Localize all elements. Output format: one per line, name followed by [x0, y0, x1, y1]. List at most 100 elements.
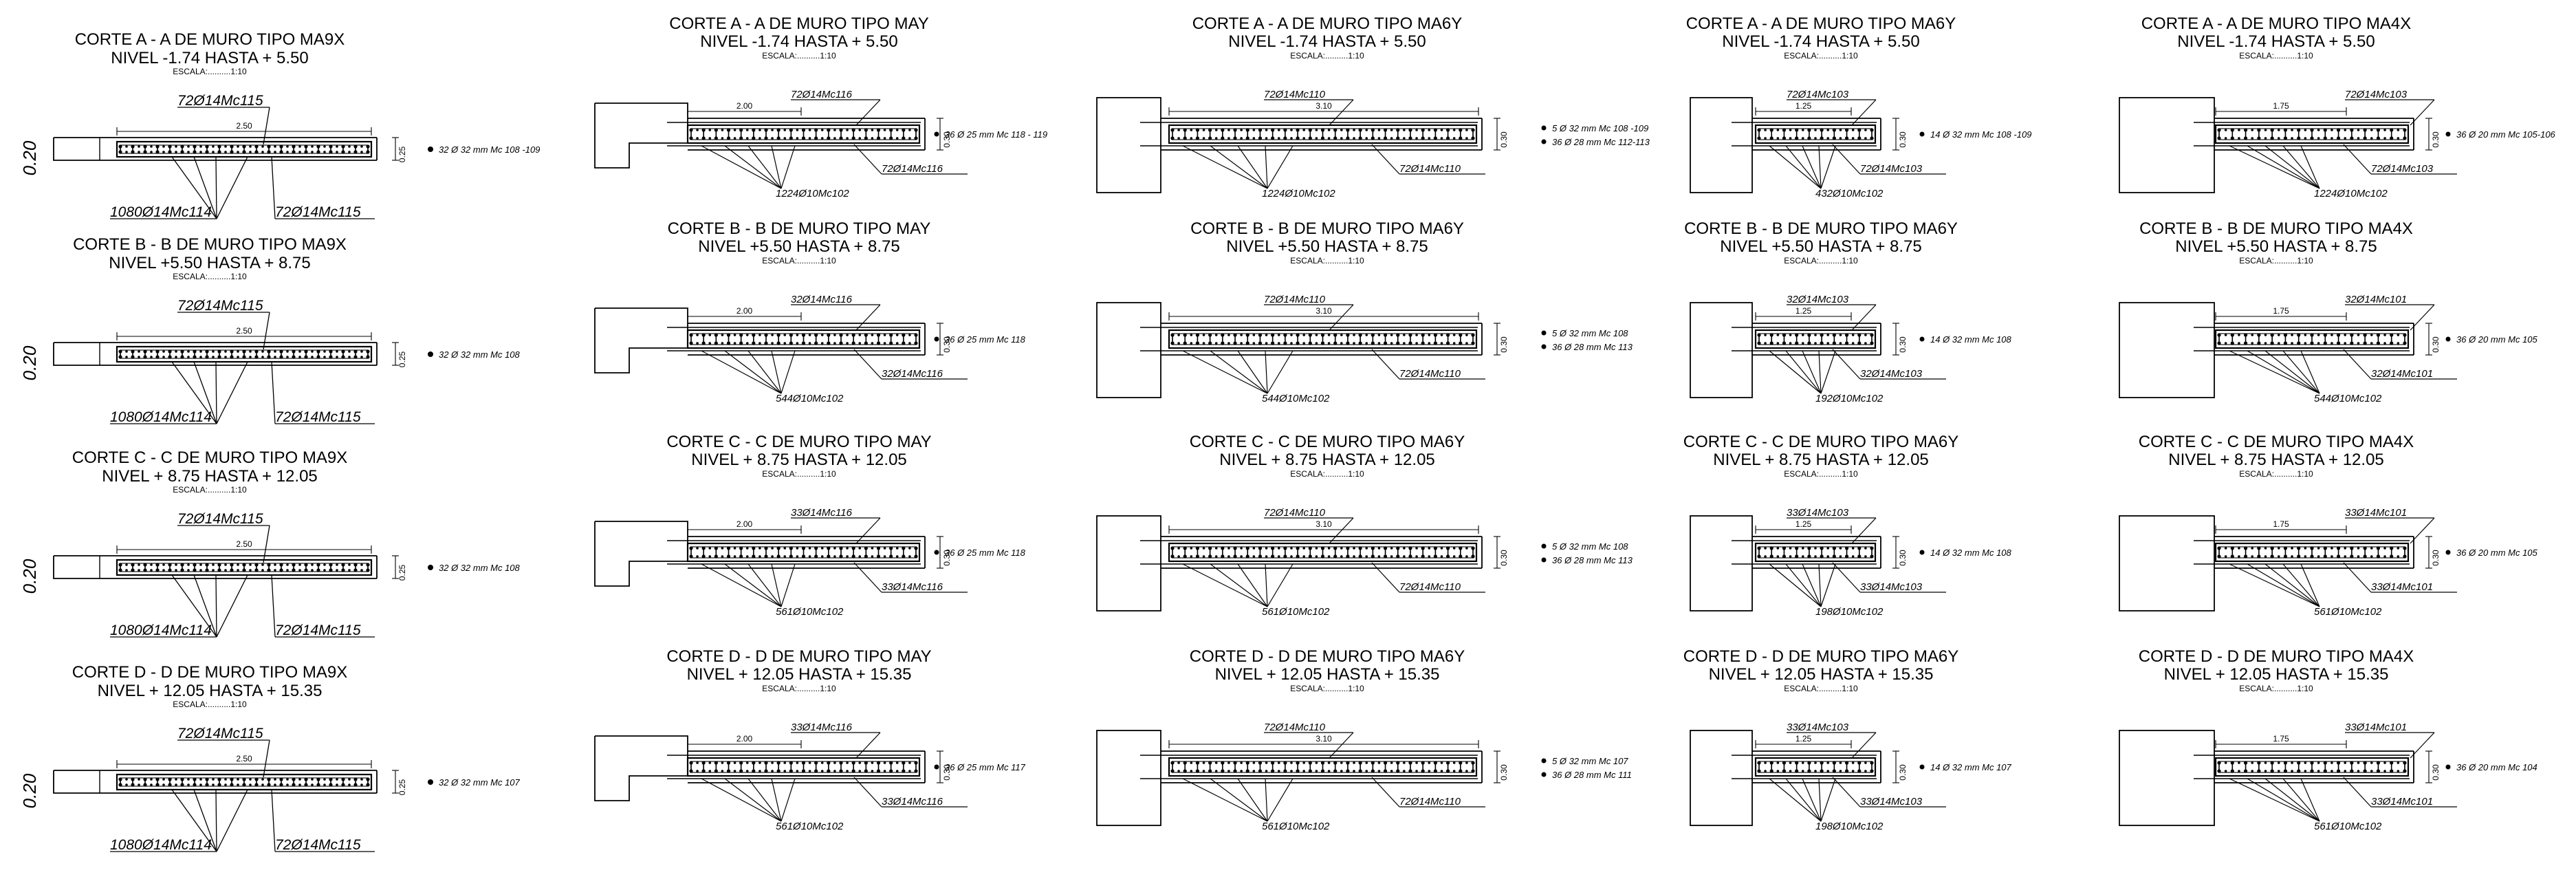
- rebar-dot: [1445, 769, 1450, 773]
- rebar-dot: [1371, 761, 1375, 765]
- rebar-dot: [1782, 761, 1787, 765]
- rebar-dot: [689, 546, 693, 550]
- leader-line: [855, 304, 881, 331]
- rebar-dot: [902, 341, 906, 345]
- rebar-dot: [1857, 333, 1862, 337]
- rebar-dot: [249, 778, 252, 781]
- section-scale: ESCALA:..........1:10: [173, 272, 247, 281]
- rebar-dot: [839, 333, 843, 337]
- rebar-dot: [131, 150, 135, 154]
- rebar-dot: [1782, 333, 1787, 337]
- rebar-dot: [820, 555, 824, 558]
- rebar-dot: [212, 151, 215, 153]
- rebar-dot: [1265, 342, 1268, 345]
- top-rebar-label: 72Ø14Mc110: [1264, 89, 1326, 100]
- bottom-rebar-label: 32Ø14Mc116: [882, 368, 943, 380]
- rebar-dot: [1233, 554, 1237, 559]
- leader-line: [1820, 145, 1836, 189]
- rebar-dot: [199, 145, 202, 148]
- rebar-dot: [1296, 554, 1300, 559]
- section-title: CORTE B - B DE MURO TIPO MAY: [668, 219, 931, 238]
- rebar-dot: [1421, 333, 1425, 337]
- rebar-dot: [1240, 334, 1243, 336]
- rebar-dot: [292, 563, 296, 567]
- annotation-bullet: [1919, 550, 1925, 555]
- rebar-dot: [138, 783, 140, 786]
- stirrup-label: 1080Ø14Mc114: [110, 622, 212, 638]
- leader-line: [2229, 563, 2320, 607]
- rebar-dot: [298, 350, 301, 353]
- rebar-dot: [908, 342, 911, 345]
- rebar-dot: [1258, 769, 1263, 773]
- rebar-dot: [714, 761, 718, 765]
- thickness-label: 0.30: [2431, 550, 2441, 566]
- rebar-dot: [1333, 769, 1338, 773]
- leader-line: [747, 778, 782, 822]
- reinforcement-note: 14 Ø 32 mm Mc 108: [1930, 548, 2012, 558]
- stirrup-label: 1080Ø14Mc114: [110, 409, 212, 425]
- rebar-dot: [230, 150, 234, 154]
- rebar-dot: [1227, 137, 1230, 140]
- rebar-dot: [348, 350, 351, 353]
- leader-line: [771, 778, 782, 822]
- rebar-dot: [224, 563, 227, 566]
- rebar-dot: [1315, 547, 1318, 550]
- rebar-dot: [341, 150, 345, 154]
- rebar-dot: [1757, 546, 1761, 550]
- rebar-dot: [783, 342, 787, 345]
- rebar-dot: [249, 783, 252, 786]
- rebar-dot: [138, 569, 140, 572]
- rebar-dot: [2264, 334, 2267, 336]
- rebar-dot: [2403, 136, 2407, 140]
- rebar-dot: [2270, 761, 2274, 765]
- rebar-dot: [1227, 555, 1230, 558]
- rebar-dot: [1789, 334, 1792, 336]
- rebar-dot: [279, 349, 283, 354]
- rebar-dot: [193, 777, 197, 781]
- rebar-dot: [304, 777, 308, 781]
- rebar-dot: [1757, 136, 1761, 140]
- rebar-dot: [1428, 342, 1431, 345]
- rebar-dot: [205, 568, 209, 572]
- rebar-dot: [745, 334, 749, 336]
- column-block: [1096, 515, 1161, 611]
- rebar-dot: [1801, 334, 1804, 336]
- rebar-dot: [1403, 555, 1406, 558]
- rebar-dot: [1851, 137, 1855, 140]
- leader-line: [271, 361, 276, 424]
- rebar-dot: [1832, 546, 1836, 550]
- rebar-dot: [1353, 334, 1355, 336]
- rebar-dot: [1383, 333, 1388, 337]
- leader-line: [1769, 778, 1822, 822]
- rebar-dot: [175, 151, 177, 153]
- rebar-dot: [764, 769, 768, 773]
- rebar-dot: [2344, 129, 2347, 131]
- section-level: NIVEL -1.74 HASTA + 5.50: [2177, 32, 2375, 51]
- rebar-dot: [2350, 546, 2354, 550]
- rebar-dot: [205, 144, 209, 149]
- leader-line: [701, 350, 782, 394]
- rebar-dot: [1302, 555, 1305, 558]
- rebar-dot: [2277, 137, 2280, 140]
- stirrup-label: 1080Ø14Mc114: [110, 204, 212, 220]
- leader-line: [216, 361, 248, 424]
- rebar-dot: [1240, 342, 1243, 345]
- rebar-dot: [193, 355, 197, 359]
- rebar-dot: [311, 778, 314, 781]
- section-level: NIVEL + 12.05 HASTA + 15.35: [1215, 665, 1440, 684]
- rebar-dot: [701, 341, 706, 345]
- rebar-dot: [820, 761, 824, 764]
- rebar-dot: [1271, 128, 1275, 132]
- top-rebar-label: 72Ø14Mc103: [1787, 89, 1849, 100]
- rebar-dot: [1857, 546, 1862, 550]
- wall-thickness-label: 0.20: [19, 345, 40, 380]
- rebar-dot: [758, 129, 761, 131]
- rebar-dot: [776, 333, 781, 337]
- top-rebar-label: 72Ø14Mc110: [1264, 722, 1326, 733]
- rebar-dot: [1346, 554, 1350, 559]
- rebar-dot: [851, 341, 855, 345]
- wall-outline: [53, 138, 100, 161]
- rebar-dot: [2350, 136, 2354, 140]
- rebar-dot: [187, 145, 190, 148]
- rebar-dot: [2336, 761, 2341, 765]
